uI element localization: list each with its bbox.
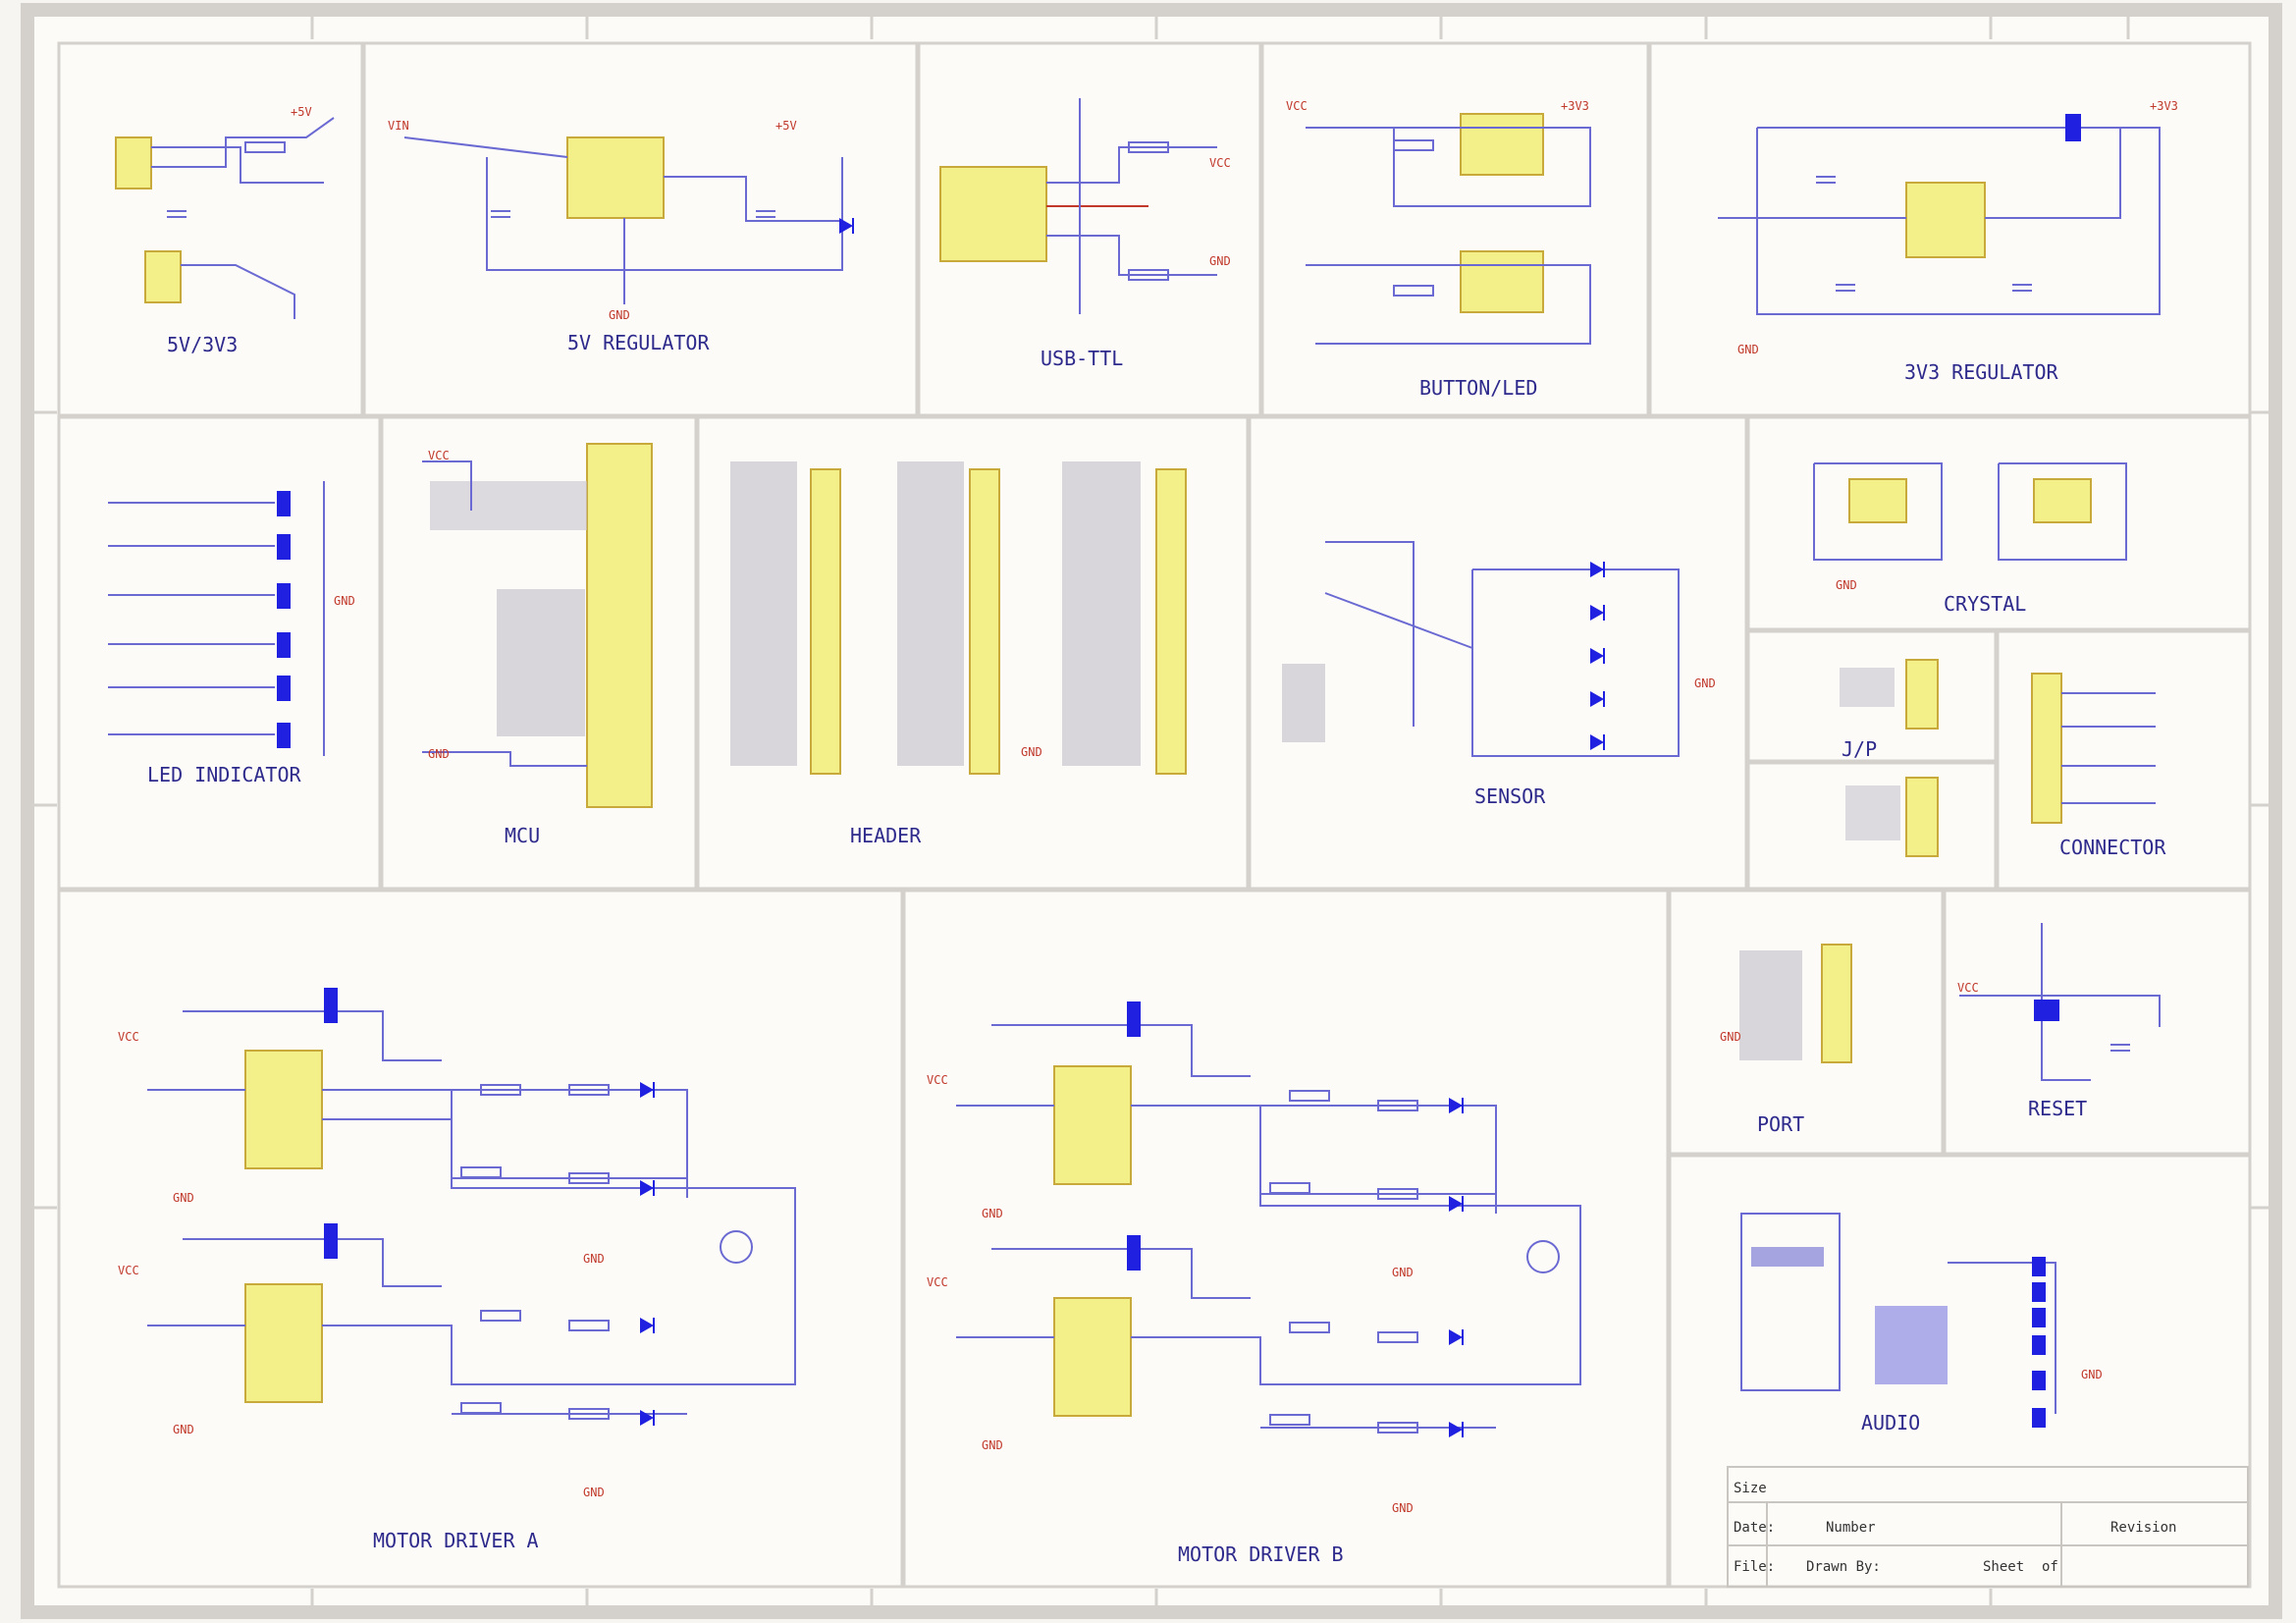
block-title: BUTTON/LED [1419,376,1537,400]
title-of-label: of [2042,1559,2058,1575]
block-usb-ttl: VCC GND USB-TTL [939,98,1231,370]
block-title: LED INDICATOR [147,763,301,786]
net-label: GND [2081,1368,2103,1381]
net-label: GND [1737,343,1759,356]
section-dividers [59,43,2250,1587]
block-title: SENSOR [1474,784,1546,808]
net-label: GND [583,1252,605,1266]
block-title: RESET [2028,1097,2087,1120]
block-title: MOTOR DRIVER B [1178,1542,1344,1566]
net-label: VCC [118,1264,139,1277]
block-5v-regulator: VIN +5V GND 5V REGULATOR [388,119,854,354]
net-label: +5V [291,105,312,119]
block-power-select: +5V 5V/3V3 [115,105,335,356]
net-label: GND [173,1191,194,1205]
block-connector: CONNECTOR [2031,673,2166,859]
block-title: 3V3 REGULATOR [1904,360,2058,384]
block-title: CONNECTOR [2059,836,2166,859]
net-label: VCC [927,1073,948,1087]
block-led-indicator: GND LED INDICATOR [108,481,355,786]
title-file-label: File: [1734,1559,1775,1575]
title-block: Size Number Revision Date: File: Drawn B… [1727,1466,2249,1588]
net-label: VCC [1209,156,1231,170]
net-label: GND [609,308,630,322]
net-label: VIN [388,119,409,133]
block-mcu: VCC GND MCU [422,443,653,847]
block-title: USB-TTL [1041,347,1123,370]
net-label: GND [1392,1266,1414,1279]
net-label: GND [1392,1501,1414,1515]
block-title: HEADER [850,824,922,847]
net-label: GND [428,747,450,761]
net-label: +5V [775,119,797,133]
title-drawnby-label: Drawn By: [1806,1559,1881,1575]
block-title: MOTOR DRIVER A [373,1529,539,1552]
net-label: VCC [428,449,450,462]
block-motor-driver-b: VCC VCC GND GND GND GND MOTOR DRIVER B [927,1001,1581,1566]
net-label: GND [1209,254,1231,268]
net-label: VCC [1957,981,1979,995]
net-label: GND [1694,676,1716,690]
block-motor-driver-a: VCC VCC GND GND GND GND MOTOR DRIVER A [118,988,796,1552]
block-title: 5V/3V3 [167,333,238,356]
net-label: GND [583,1486,605,1499]
block-title: J/P [1842,737,1877,761]
block-title: MCU [505,824,540,847]
net-label: GND [1836,578,1857,592]
net-label: GND [1021,745,1042,759]
block-button-led: VCC +3V3 BUTTON/LED [1286,99,1591,400]
block-header: GND HEADER [730,461,1187,847]
block-crystal: GND CRYSTAL [1813,462,2127,616]
block-title: CRYSTAL [1944,592,2026,616]
zone-ticks [27,10,2275,1612]
block-audio: GND AUDIO [1740,1213,2103,1434]
net-label: VCC [1286,99,1308,113]
block-title: PORT [1757,1112,1804,1136]
block-sensor: GND SENSOR [1282,541,1716,808]
title-sheet-label: Sheet [1983,1559,2024,1575]
title-date-label: Date: [1734,1520,1775,1536]
net-label: GND [982,1438,1003,1452]
block-jp: J/P [1840,659,1939,857]
net-label: GND [982,1207,1003,1220]
net-label: GND [173,1423,194,1436]
net-label: GND [334,594,355,608]
title-size-label: Size [1734,1481,1767,1496]
net-label: VCC [118,1030,139,1044]
net-label: +3V3 [2150,99,2178,113]
net-label: GND [1720,1030,1741,1044]
block-title: AUDIO [1861,1411,1920,1434]
block-3v3-regulator: +3V3 GND 3V3 REGULATOR [1718,99,2178,384]
block-title: 5V REGULATOR [567,331,710,354]
net-label: VCC [927,1275,948,1289]
title-number-label: Number [1826,1520,1876,1536]
title-revision-label: Revision [2110,1520,2176,1536]
block-reset: VCC RESET [1957,923,2161,1120]
block-port: GND PORT [1720,944,1852,1136]
net-label: +3V3 [1561,99,1589,113]
